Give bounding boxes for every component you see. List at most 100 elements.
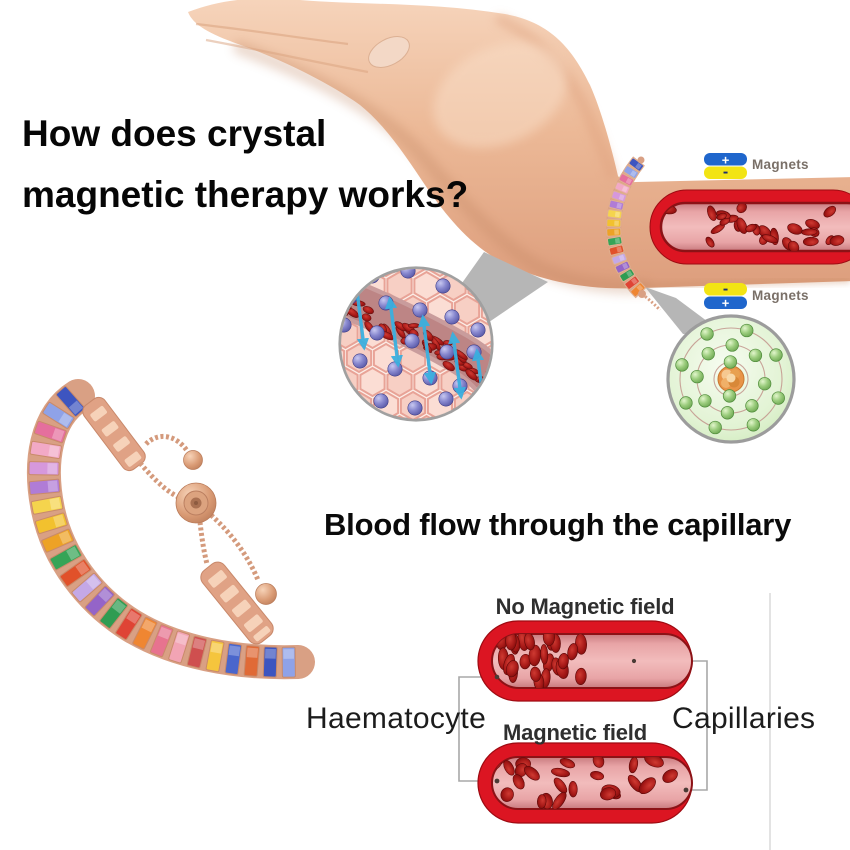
blood-cells-clumped [495, 634, 587, 688]
vessel-magnetic-field [477, 742, 693, 824]
blood-cell [662, 769, 678, 783]
crystal-gem [618, 173, 635, 187]
blood-cell [524, 765, 540, 781]
haematocyte-label: Haematocyte [306, 702, 487, 735]
thumbnail [368, 36, 410, 68]
blood-cell [829, 235, 845, 246]
ion-sphere [404, 333, 420, 349]
magnet-blue-bar [704, 153, 747, 166]
crystal-gem [611, 190, 627, 203]
callout-dot [631, 658, 637, 664]
magnet-yellow-bar [704, 283, 747, 296]
adjuster-chain [209, 513, 261, 581]
blood-cell [599, 787, 616, 801]
electron [708, 420, 722, 435]
blood-cell [736, 217, 748, 234]
crystal-gem [608, 244, 625, 256]
crystal-gem [606, 218, 622, 228]
crystal-gem [150, 624, 174, 658]
magnet-minus-symbol: - [723, 164, 728, 181]
electron [722, 389, 737, 403]
electron [701, 347, 715, 361]
blood-cell [716, 212, 727, 221]
blood-cell [736, 204, 747, 214]
blood-cell [592, 757, 605, 768]
magnet-minus-symbol: - [723, 280, 728, 297]
electron [771, 391, 785, 405]
crystal-gem [55, 386, 86, 417]
blood-cell [505, 660, 519, 678]
blood-cell [530, 666, 541, 682]
magnet-plus-symbol: + [722, 152, 730, 167]
headline-line1: How does crystal [22, 113, 327, 154]
chain-end-ball [255, 583, 277, 605]
blood-cell [707, 205, 717, 221]
hand-highlight [433, 42, 567, 148]
electron [723, 355, 738, 369]
clasp-ladder-bottom [200, 561, 274, 645]
product-bracelet-gems [28, 386, 296, 678]
wrist-bracelet-gems [606, 157, 646, 298]
finger-crease-1 [195, 22, 349, 46]
crystal-gem [28, 461, 60, 476]
blood-vessel-illustration [649, 189, 850, 265]
crystal-gem [71, 572, 103, 603]
crystal-gem [84, 585, 115, 617]
crystal-gem [132, 616, 158, 650]
crystal-gem [624, 275, 640, 290]
callout-dot [683, 787, 689, 793]
crystal-gem [606, 236, 623, 247]
slider-disc [175, 482, 217, 524]
ion-sphere [400, 269, 416, 279]
crystal-gem [243, 645, 260, 677]
subheading: Blood flow through the capillary [324, 507, 792, 542]
ion-sphere [373, 393, 389, 409]
crystal-gem [59, 559, 92, 587]
electron [758, 377, 772, 391]
crystal-gem [29, 440, 62, 460]
chain-end-ball [183, 450, 203, 470]
crystal-gem [33, 420, 67, 444]
ion-sphere [435, 278, 451, 294]
blood-cell [552, 791, 567, 809]
crystal-gem [205, 639, 225, 673]
blood-cell [505, 634, 517, 651]
electron [769, 348, 783, 362]
blood-cell [823, 205, 837, 218]
blood-cell [524, 634, 535, 651]
magnet-yellow-bar [704, 166, 747, 179]
crystal-gem [49, 544, 83, 571]
crystal-gem [608, 199, 625, 211]
crystal-gem [623, 165, 639, 179]
crystal-gem [614, 260, 631, 274]
crystal-gem [606, 227, 622, 237]
clasp-ladder-top [82, 396, 146, 472]
electron [679, 396, 693, 410]
crystal-gem [168, 630, 190, 664]
blood-cell [542, 634, 555, 646]
crystal-gem [41, 528, 75, 553]
ion-sphere [387, 361, 403, 377]
blood-cell [802, 236, 819, 247]
electron [746, 418, 761, 432]
crystal-gem [28, 478, 61, 496]
ion-sphere [439, 344, 455, 360]
crystal-gem [99, 597, 128, 629]
crystal-gem [262, 646, 278, 678]
product-bracelet-image [26, 379, 315, 680]
atom-zoom-inset [666, 314, 796, 444]
crystal-gem [42, 401, 75, 429]
wrist-bracelet-bead [637, 156, 645, 164]
crystal-gem [611, 252, 628, 265]
atom-nucleus [717, 365, 745, 393]
blood-cell [557, 652, 569, 670]
cell-zoom-inset [338, 266, 494, 422]
headline: How does crystal magnetic therapy works? [22, 103, 468, 225]
crystal-gem [30, 495, 64, 515]
blood-cell [568, 781, 578, 798]
blood-cell [787, 240, 800, 251]
electron [700, 327, 714, 341]
blood-cell [628, 757, 639, 774]
